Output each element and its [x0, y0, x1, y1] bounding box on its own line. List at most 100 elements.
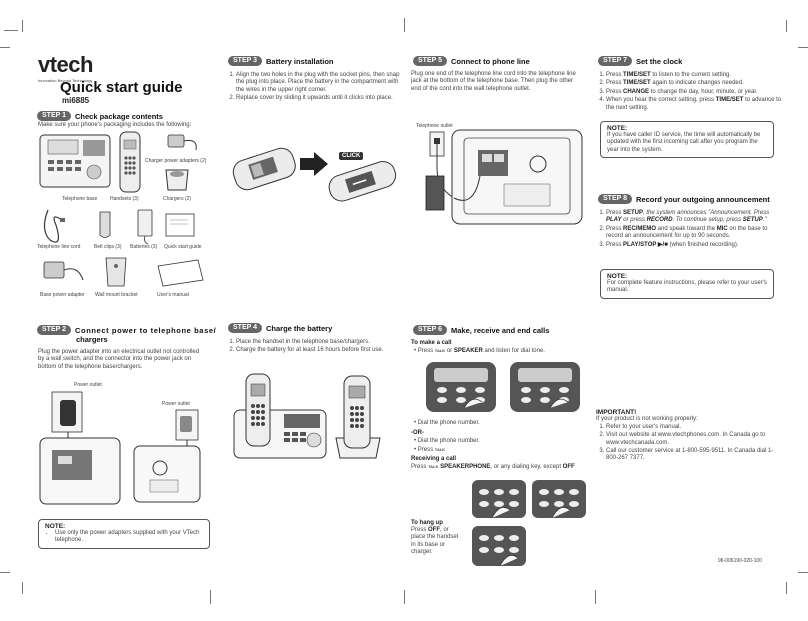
- make-speaker: SPEAKER: [453, 348, 483, 354]
- crop-mark: [22, 582, 23, 594]
- press-talk-instruction: • Press TALK: [414, 447, 446, 453]
- quick-start-guide-image: [165, 213, 195, 237]
- important-item-2: Visit our website at www.vtechphones.com…: [606, 432, 774, 447]
- telephone-base-image: [39, 134, 111, 188]
- step6-header: STEP 6 Make, receive and end calls: [413, 325, 549, 335]
- crop-mark: [786, 20, 787, 32]
- step2-header: STEP 2 Connect power to telephone base/: [37, 325, 216, 335]
- step7-item-3: Press CHANGE to change the day, hour, mi…: [606, 89, 784, 96]
- step3-heading: Battery installation: [266, 56, 334, 66]
- step8-header: STEP 8 Record your outgoing announcement: [598, 194, 770, 204]
- hang-line-2: place the handset: [411, 534, 459, 541]
- step2-heading-cont: chargers: [76, 335, 108, 344]
- crop-mark: [0, 47, 10, 48]
- hang-line-3: in its base or: [411, 541, 446, 548]
- step2-note-title: NOTE:: [45, 523, 66, 530]
- step1-heading: Check package contents: [75, 111, 163, 121]
- step8-item-3: Press PLAY/STOP ▶/■ (when finished recor…: [606, 242, 784, 249]
- step8-item-1: Press SETUP, the system announces "Annou…: [606, 210, 784, 225]
- charging-illustration: [233, 373, 381, 459]
- package-contents-illustration: [39, 131, 204, 287]
- hang-up-title: To hang up: [411, 520, 443, 526]
- step8-pill: STEP 8: [598, 194, 632, 204]
- step5-header: STEP 5 Connect to phone line: [413, 56, 530, 66]
- important-item-1: Refer to your user's manual.: [606, 424, 774, 431]
- step3-item-1: Align the two holes in the plug with the…: [236, 72, 406, 94]
- receive-off: OFF: [562, 464, 575, 470]
- make-press: Press: [417, 348, 434, 354]
- brand-block: vtech Innovation Beyond Technology: [38, 52, 93, 83]
- crop-mark: [4, 30, 18, 31]
- step5-pill: STEP 5: [413, 56, 447, 66]
- caption-wall-bracket: Wall mount bracket: [95, 292, 138, 298]
- caption-telephone-base: Telephone base: [62, 196, 98, 202]
- step4-item-2: Charge the battery for at least 16 hours…: [236, 347, 412, 354]
- receive-speaker: SPEAKERPHONE: [440, 464, 491, 470]
- part-number: 96-006190-020-100: [718, 558, 762, 564]
- receive-press: Press: [411, 464, 427, 470]
- phone-line-illustration: [425, 129, 583, 225]
- step7-heading: Set the clock: [636, 56, 683, 66]
- crop-mark: [0, 572, 10, 573]
- step8-note-title: NOTE:: [607, 273, 628, 280]
- caption-belt-clips: Belt clips (3): [94, 244, 122, 250]
- brand-logo: vtech: [38, 52, 93, 77]
- caption-base-adapter: Base power adapter: [40, 292, 85, 298]
- power-outlet-label-1: Power outlet: [74, 382, 102, 388]
- caption-charger-adapters: Charger power adapters (2): [145, 158, 207, 164]
- caption-quick-start-guide: Quick start guide: [164, 244, 202, 250]
- charger-image: [165, 169, 189, 191]
- caption-handsets: Handsets (3): [110, 196, 139, 202]
- caption-line-cord: Telephone line cord: [37, 244, 81, 250]
- step4-heading: Charge the battery: [266, 323, 333, 333]
- hang-line-4: charger.: [411, 549, 433, 556]
- talk-key-3: TALK: [428, 464, 439, 469]
- crop-mark: [798, 47, 808, 48]
- hang-up-instruction: Press OFF, or place the handset in its b…: [411, 527, 471, 557]
- power-outlet-label-2: Power outlet: [162, 401, 190, 407]
- important-title: IMPORTANT!: [596, 409, 637, 416]
- belt-clip-image: [99, 211, 111, 238]
- step3-header: STEP 3 Battery installation: [228, 56, 334, 66]
- crop-mark: [798, 572, 808, 573]
- important-section: IMPORTANT! If your product is not workin…: [596, 409, 774, 464]
- base-adapter-image: [43, 261, 84, 281]
- step7-note-text: If you have caller ID service, the time …: [607, 132, 761, 153]
- receive-tail: , or any dialing key, except: [490, 464, 561, 470]
- receive-call-instruction: Press TALK SPEAKERPHONE, or any dialing …: [411, 463, 587, 471]
- important-list: Refer to your user's manual. Visit our w…: [596, 424, 774, 463]
- hang-or: , or: [440, 527, 449, 533]
- dial1-text: Dial the phone number.: [417, 420, 480, 426]
- hang-off: OFF: [428, 527, 441, 533]
- step4-list: Place the handset in the telephone base/…: [226, 339, 412, 356]
- step7-pill: STEP 7: [598, 56, 632, 66]
- step7-item-4: When you hear the correct setting, press…: [606, 97, 784, 112]
- crop-mark: [404, 590, 405, 604]
- dial2-text: Dial the phone number.: [417, 438, 480, 444]
- receive-call-title: Receiving a call: [411, 456, 457, 462]
- crop-mark: [595, 590, 596, 604]
- battery-install-illustration: [232, 147, 397, 202]
- step1-pill: STEP 1: [37, 111, 71, 121]
- charger-adapter-image: [167, 134, 197, 151]
- make-tail: and listen for dial tone.: [484, 348, 545, 354]
- step5-heading: Connect to phone line: [451, 56, 530, 66]
- caption-batteries: Batteries (3): [130, 244, 158, 250]
- crop-mark: [22, 20, 23, 32]
- step2-note-text: Use only the power adapters supplied wit…: [55, 530, 203, 545]
- step4-item-1: Place the handset in the telephone base/…: [236, 339, 412, 346]
- dial-instruction-2: • Dial the phone number.: [414, 438, 480, 444]
- power-connection-illustration: [39, 391, 201, 505]
- step2-body: Plug the power adapter into an electrica…: [38, 349, 200, 370]
- model-number: mi6885: [62, 96, 90, 105]
- users-manual-image: [157, 259, 204, 287]
- step4-header: STEP 4 Charge the battery: [228, 323, 332, 333]
- step6-heading: Make, receive and end calls: [451, 325, 550, 335]
- step8-heading: Record your outgoing announcement: [636, 194, 770, 204]
- caption-chargers: Chargers (2): [163, 196, 192, 202]
- crop-mark: [210, 590, 211, 604]
- step7-header: STEP 7 Set the clock: [598, 56, 682, 66]
- page-title: Quick start guide: [60, 79, 183, 96]
- talk-key: TALK: [434, 348, 446, 353]
- step2-heading: Connect power to telephone base/: [75, 325, 217, 335]
